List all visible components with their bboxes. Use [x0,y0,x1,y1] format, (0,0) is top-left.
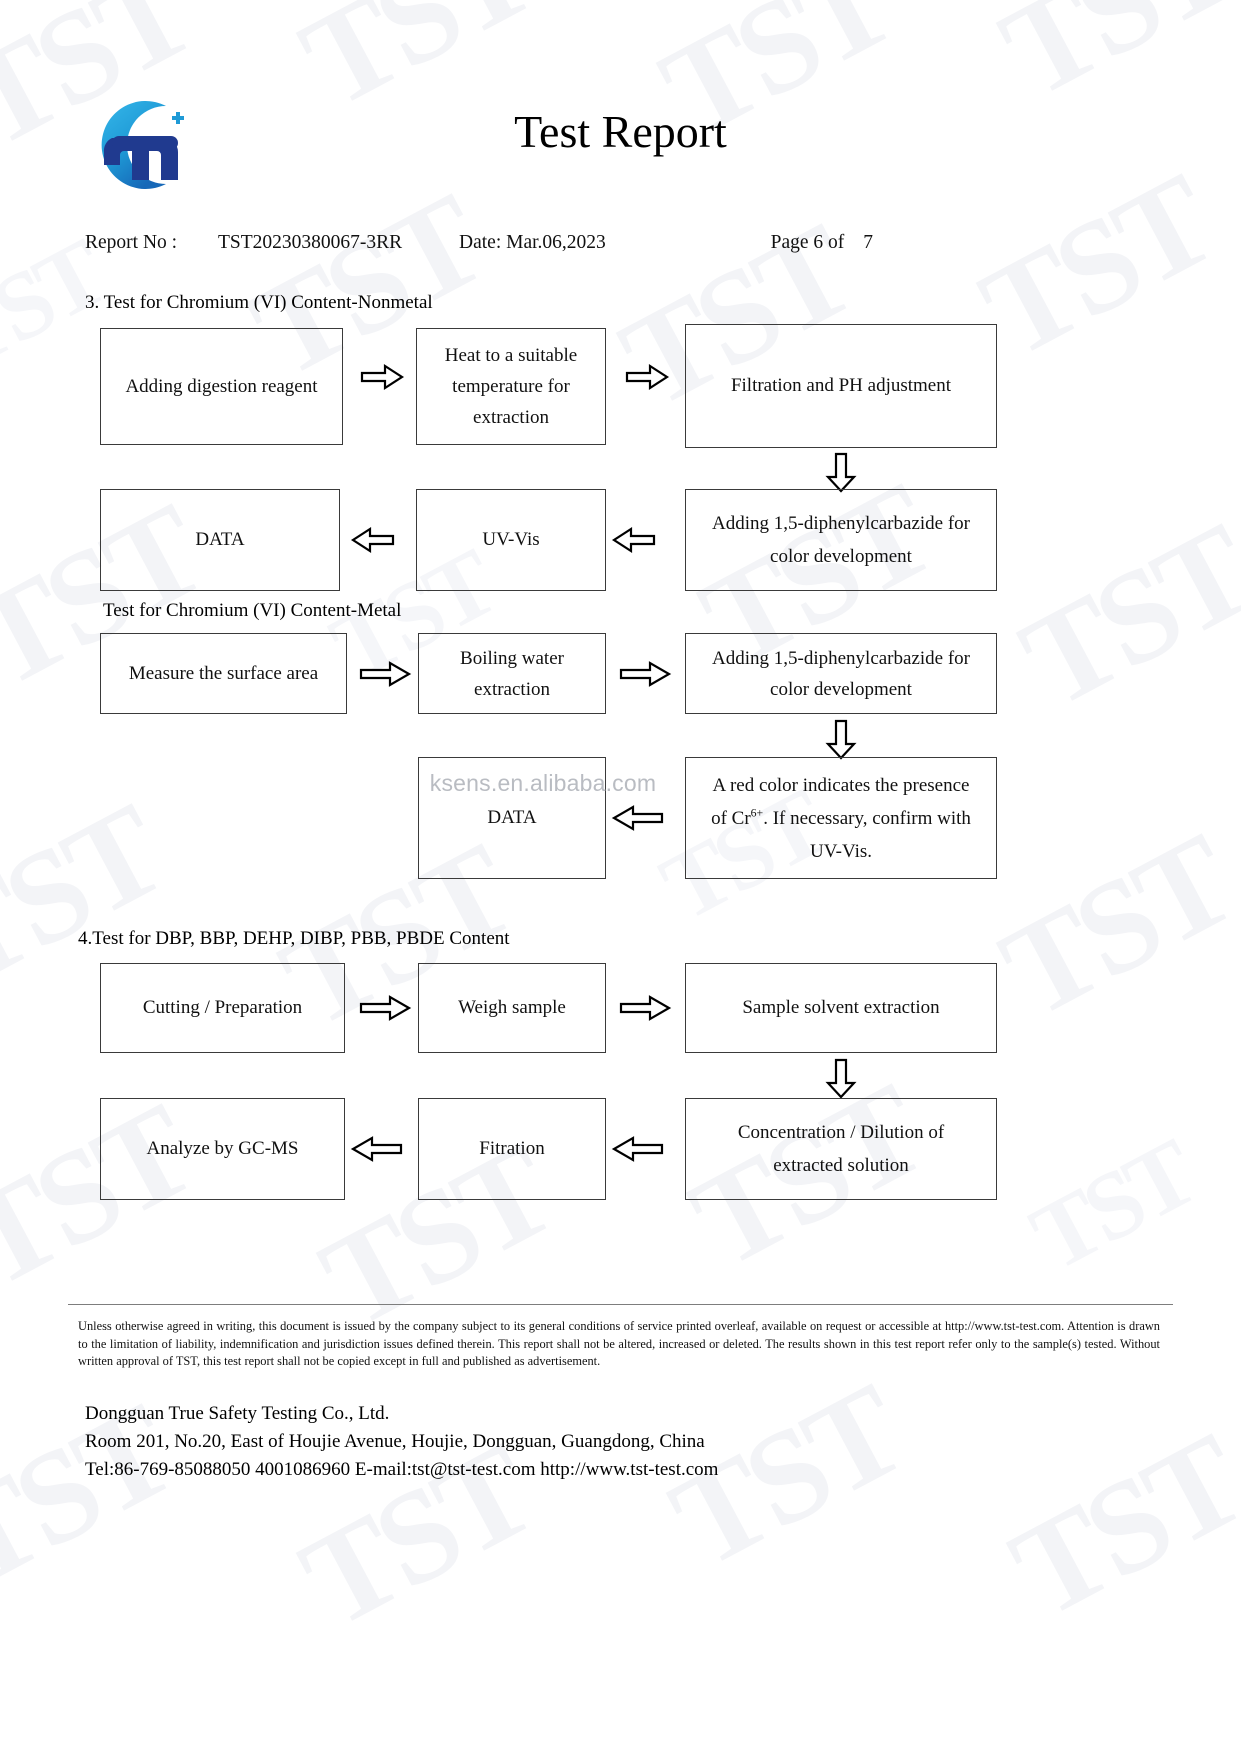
arrow-down-icon [825,452,857,493]
flow-box-line: extraction [474,678,550,700]
flow-box-cutting-preparation: Cutting / Preparation [100,963,345,1053]
flow-box-analyze-gcms: Analyze by GC-MS [100,1098,345,1200]
flow-box-filtration-ph: Filtration and PH adjustment [685,324,997,448]
flow-box-line: extracted solution [773,1155,909,1176]
arrow-right-icon [619,995,672,1021]
arrow-right-icon [360,363,405,391]
flow-box-uv-vis: UV-Vis [416,489,606,591]
flow-box-line: of Cr6+. If necessary, confirm with [696,802,986,835]
flow-box-line: UV-Vis. [809,840,873,862]
flow-box-sample-solvent-extraction: Sample solvent extraction [685,963,997,1053]
arrow-right-icon [359,661,412,687]
company-name: Dongguan True Safety Testing Co., Ltd. [85,1403,390,1424]
report-meta-line: Report No : TST20230380067-3RR Date: Mar… [85,232,1156,254]
flow-box-line: Concentration / Dilution of [737,1122,945,1143]
flow-box-adding-digestion-reagent: Adding digestion reagent [100,328,343,445]
report-no-value: TST20230380067-3RR [217,232,403,253]
arrow-left-icon [350,1136,403,1162]
arrow-left-icon [611,805,664,831]
footer-disclaimer: Unless otherwise agreed in writing, this… [78,1319,1160,1369]
section-heading-chromium-nonmetal: 3. Test for Chromium (VI) Content-Nonmet… [85,292,433,313]
flow-box-line: temperature for [452,376,570,397]
flow-box-line: extraction [473,407,549,428]
page-total: 7 [863,232,873,253]
alibaba-watermark: ksens.en.alibaba.com [429,770,657,796]
footer-address-block: Dongguan True Safety Testing Co., Ltd. R… [85,1400,1165,1484]
flow-box-diphenylcarbazide-color: Adding 1,5-diphenylcarbazide for color d… [685,489,997,591]
company-contact: Tel:86-769-85088050 4001086960 E-mail:ts… [85,1459,719,1481]
arrow-left-icon [611,1136,664,1162]
arrow-left-icon [611,526,656,554]
section-heading-phthalates: 4.Test for DBP, BBP, DEHP, DIBP, PBB, PB… [78,928,510,949]
flow-box-fitration: Fitration [418,1098,606,1200]
flow-box-measure-surface-area: Measure the surface area [100,633,347,714]
cr-suffix: . If necessary, confirm with [763,807,971,829]
page-indicator: Page 6 of [770,232,845,253]
footer-divider [68,1304,1173,1305]
page-title: Test Report [514,106,727,157]
flow-box-line: color development [770,546,912,567]
flow-box-line: Boiling water [460,647,564,669]
company-address: Room 201, No.20, East of Houjie Avenue, … [85,1431,705,1453]
flow-box-diphenylcarbazide-color-metal: Adding 1,5-diphenylcarbazide for color d… [685,633,997,714]
flow-box-line: Heat to a suitable [444,345,578,366]
arrow-left-icon [350,526,395,554]
report-date: Date: Mar.06,2023 [459,232,606,253]
report-no-label: Report No : [85,232,178,253]
arrow-right-icon [359,995,412,1021]
flow-box-weigh-sample: Weigh sample [418,963,606,1053]
arrow-down-icon [825,1058,857,1099]
cr-superscript: 6+ [750,806,764,820]
flow-box-red-color-indicates: A red color indicates the presence of Cr… [685,757,997,879]
arrow-right-icon [619,661,672,687]
flow-box-heat-extraction: Heat to a suitable temperature for extra… [416,328,606,445]
flow-box-line: Adding 1,5-diphenylcarbazide for [712,513,970,534]
section-heading-chromium-metal: Test for Chromium (VI) Content-Metal [103,600,402,621]
flow-box-line: Adding 1,5-diphenylcarbazide for [712,647,970,669]
tst-logo [88,92,198,197]
flow-box-data: DATA [100,489,340,591]
flow-box-concentration-dilution: Concentration / Dilution of extracted so… [685,1098,997,1200]
flow-box-line: A red color indicates the presence [712,774,970,796]
flow-box-boiling-water-extraction: Boiling water extraction [418,633,606,714]
cr-prefix: of Cr [711,807,751,829]
flow-box-data-metal: DATA [418,757,606,879]
flow-box-line: color development [770,678,912,700]
arrow-down-icon [825,719,857,760]
arrow-right-icon [625,363,670,391]
